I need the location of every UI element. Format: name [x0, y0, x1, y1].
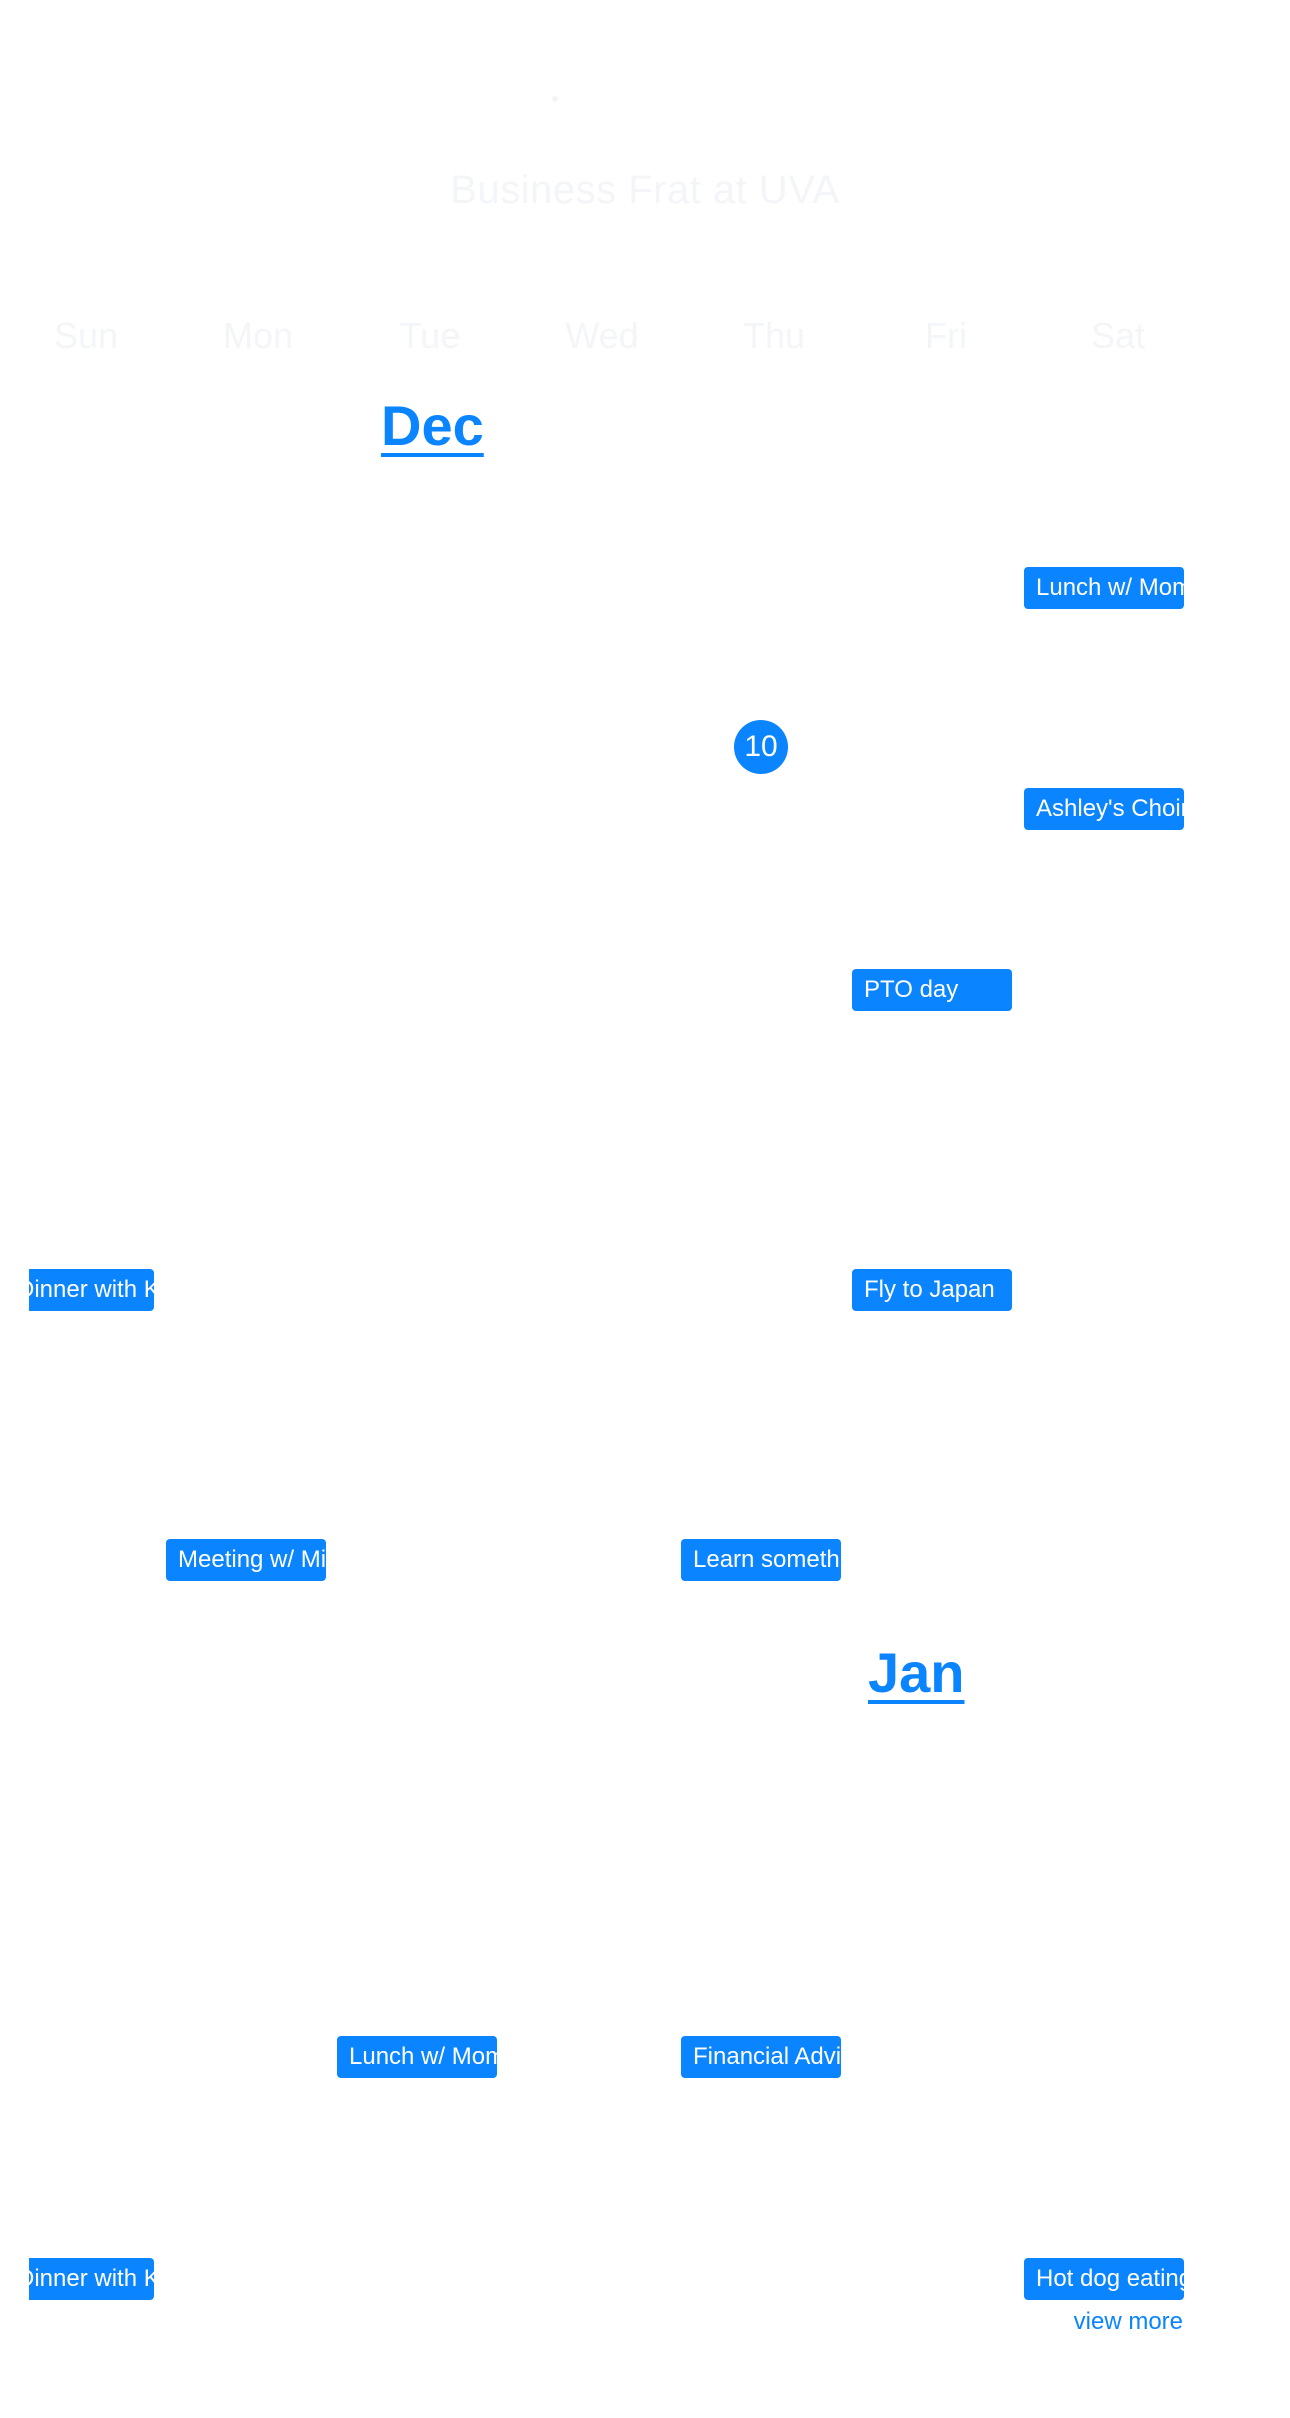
event-dinner-with-kate[interactable]: Dinner with Kate [29, 2258, 154, 2300]
weekday-tue: Tue [399, 315, 461, 356]
event-ashleys-choir[interactable]: Ashley's Choir [1024, 788, 1184, 830]
event-dinner-with-kate[interactable]: Dinner with Kate [29, 1269, 154, 1311]
event-learn-something[interactable]: Learn something [681, 1539, 841, 1581]
weekday-thu: Thu [742, 315, 806, 356]
weekday-sat: Sat [1090, 315, 1146, 356]
weekday-sun: Sun [53, 315, 119, 356]
status-dot [552, 96, 558, 102]
weekday-fri: Fri [925, 315, 967, 356]
weekday-mon: Mon [222, 315, 294, 356]
event-lunch-with-mom[interactable]: Lunch w/ Mom [1024, 567, 1184, 609]
event-meeting[interactable]: Meeting w/ Mike [166, 1539, 326, 1581]
event-hot-dog-eating[interactable]: Hot dog eating [1024, 2258, 1184, 2300]
view-more-link[interactable]: view more [1073, 2308, 1183, 2335]
event-fly-to-japan[interactable]: Fly to Japan [852, 1269, 1012, 1311]
page-title: Business Frat at UVA [450, 168, 840, 212]
weekday-wed: Wed [565, 315, 639, 356]
event-lunch-with-mom[interactable]: Lunch w/ Mom [337, 2036, 497, 2078]
month-label-dec[interactable]: Dec [381, 394, 484, 457]
today-indicator[interactable]: 10 [734, 720, 788, 774]
event-financial-advisor[interactable]: Financial Advisor [681, 2036, 841, 2078]
event-pto-day[interactable]: PTO day [852, 969, 1012, 1011]
month-label-jan[interactable]: Jan [868, 1641, 965, 1704]
